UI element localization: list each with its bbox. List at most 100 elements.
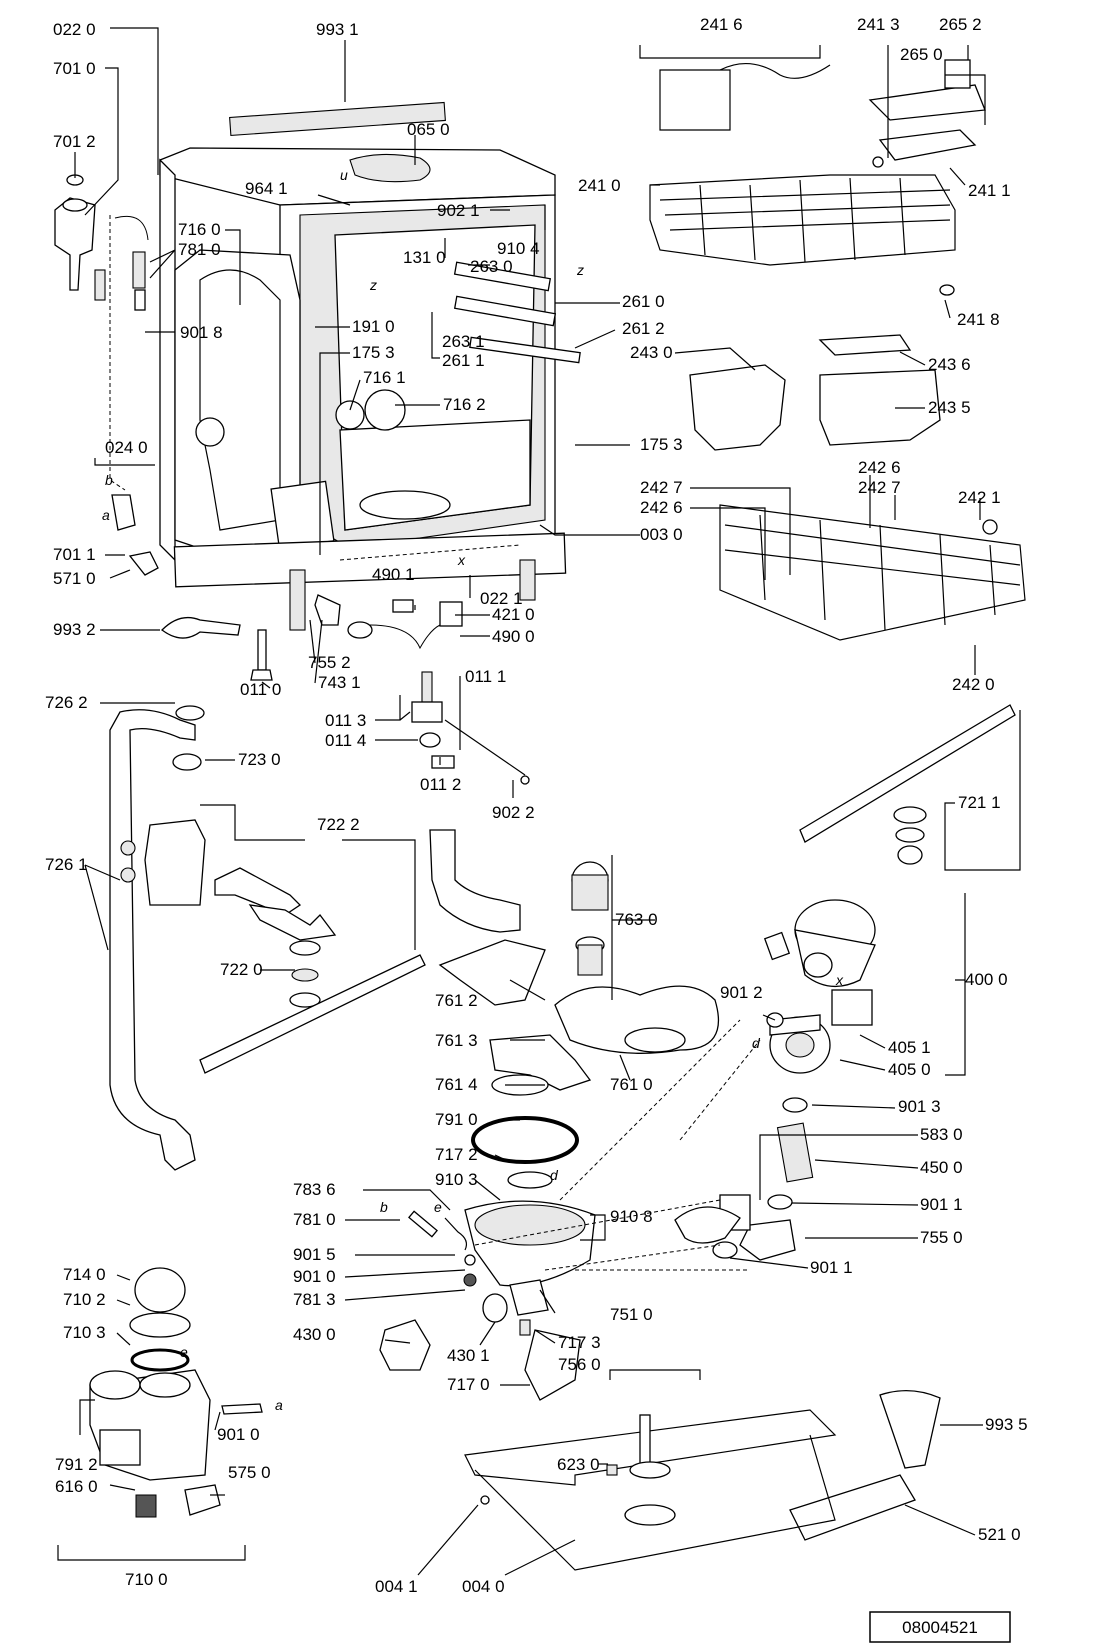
letter-x-pump: x [835,972,844,988]
callout-243-6: 243 6 [928,355,971,374]
callout-011-1: 011 1 [465,667,506,686]
callout-755-0: 755 0 [920,1228,963,1247]
leader-lines [57,27,1021,1576]
letter-x: x [457,552,466,568]
letter-z-right: z [576,262,584,278]
callout-004-0: 004 0 [462,1577,505,1596]
callout-065-0: 065 0 [407,120,450,139]
letter-a-softener: a [275,1397,283,1413]
callout-400-0: 400 0 [965,970,1008,989]
callout-575-0: 575 0 [228,1463,271,1482]
letter-e-softener: e [180,1344,188,1360]
callout-902-2: 902 2 [492,803,535,822]
callout-261-2: 261 2 [622,319,665,338]
callout-710-0: 710 0 [125,1570,168,1589]
callout-175-3-right: 175 3 [640,435,683,454]
heater-bracket-drawing [411,671,530,785]
callout-263-1: 263 1 [442,332,485,351]
callout-261-1: 261 1 [442,351,485,370]
callout-722-0: 722 0 [220,960,263,979]
callout-717-3: 717 3 [558,1333,601,1352]
callout-791-2: 791 2 [55,1455,98,1474]
callout-761-0: 761 0 [610,1075,653,1094]
callout-261-0: 261 0 [622,292,665,311]
callout-710-2: 710 2 [63,1290,106,1309]
callout-716-1: 716 1 [363,368,406,387]
callout-726-2: 726 2 [45,693,88,712]
callout-242-7-left: 242 7 [640,478,683,497]
center-sump-drawing [379,829,720,1401]
callout-241-0: 241 0 [578,176,621,195]
callout-003-0: 003 0 [640,525,683,544]
callout-901-0: 901 0 [293,1267,336,1286]
letter-u: u [340,167,348,183]
callout-175-3: 175 3 [352,343,395,362]
callout-004-1: 004 1 [375,1577,418,1596]
letter-d-pump: d [752,1035,761,1051]
callout-421-0: 421 0 [492,605,535,624]
callout-242-6-right: 242 6 [858,458,901,477]
callout-011-4: 011 4 [325,731,366,750]
callout-430-0: 430 0 [293,1325,336,1344]
letter-e-sump: e [434,1199,442,1215]
callout-430-1: 430 1 [447,1346,490,1365]
left-small-parts-drawing [54,174,463,681]
callout-756-0: 756 0 [558,1355,601,1374]
callout-490-1: 490 1 [372,565,415,584]
letter-b: b [105,472,113,488]
callout-242-6-left: 242 6 [640,498,683,517]
callout-701-2: 701 2 [53,132,96,151]
callout-022-0: 022 0 [53,20,96,39]
callout-242-0: 242 0 [952,675,995,694]
callout-701-0: 701 0 [53,59,96,78]
callout-717-2: 717 2 [435,1145,478,1164]
callout-901-8: 901 8 [180,323,223,342]
callout-716-0: 716 0 [178,220,221,239]
callout-993-2: 993 2 [53,620,96,639]
callout-910-8: 910 8 [610,1207,653,1226]
dashed-connection-lines [109,215,761,1271]
letter-markers: u z z x b a x d e b d e a [102,167,844,1413]
callout-011-3: 011 3 [325,711,366,730]
callout-901-3: 901 3 [898,1097,941,1116]
callout-521-0: 521 0 [978,1525,1021,1544]
callout-241-8: 241 8 [957,310,1000,329]
callout-243-0: 243 0 [630,343,673,362]
tub-assembly-drawing [159,101,581,631]
callout-901-2: 901 2 [720,983,763,1002]
callout-241-3: 241 3 [857,15,900,34]
spray-arm-left-drawing [109,705,426,1171]
callout-labels: 022 0 993 1 065 0 701 0 701 2 964 1 902 … [45,15,1028,1596]
callout-964-1: 964 1 [245,179,288,198]
callout-761-4: 761 4 [435,1075,478,1094]
callout-901-0-lower: 901 0 [217,1425,260,1444]
callout-701-1: 701 1 [53,545,96,564]
callout-781-3: 781 3 [293,1290,336,1309]
callout-726-1: 726 1 [45,855,88,874]
callout-901-1-lower: 901 1 [810,1258,853,1277]
callout-241-1: 241 1 [968,181,1011,200]
callout-714-0: 714 0 [63,1265,106,1284]
callout-783-6: 783 6 [293,1180,336,1199]
baskets-drawing [649,59,1026,1244]
callout-265-0: 265 0 [900,45,943,64]
softener-drawing [89,1267,941,1571]
callout-721-1: 721 1 [958,793,1001,812]
callout-263-0: 263 0 [470,257,513,276]
callout-241-6: 241 6 [700,15,743,34]
callout-616-0: 616 0 [55,1477,98,1496]
callout-716-2: 716 2 [443,395,486,414]
callout-910-3: 910 3 [435,1170,478,1189]
callout-901-1: 901 1 [920,1195,963,1214]
callout-993-5: 993 5 [985,1415,1028,1434]
callout-901-5: 901 5 [293,1245,336,1264]
callout-993-1: 993 1 [316,20,359,39]
callout-450-0: 450 0 [920,1158,963,1177]
pump-motor-drawing [712,899,876,1261]
callout-022-1: 022 1 [480,589,523,608]
callout-751-0: 751 0 [610,1305,653,1324]
callout-781-0-lower: 781 0 [293,1210,336,1229]
letter-a: a [102,507,110,523]
callout-761-3: 761 3 [435,1031,478,1050]
